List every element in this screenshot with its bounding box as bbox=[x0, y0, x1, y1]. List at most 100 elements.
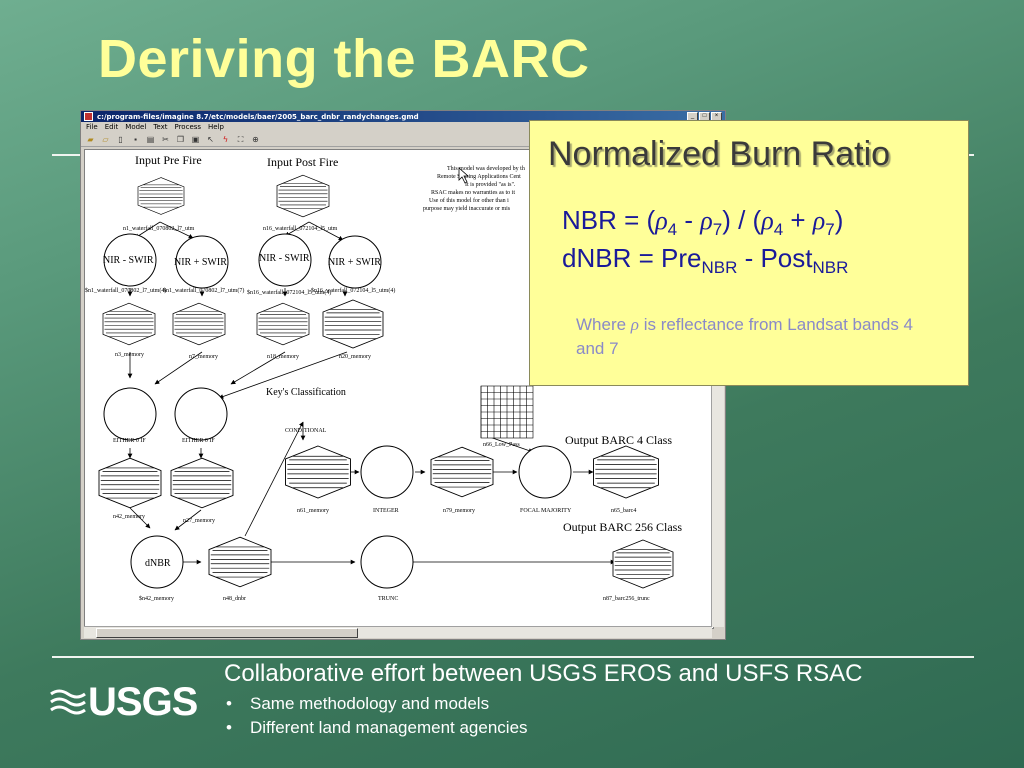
menu-process[interactable]: Process bbox=[174, 123, 202, 131]
raster-n42[interactable] bbox=[98, 457, 162, 509]
menu-help[interactable]: Help bbox=[208, 123, 225, 131]
raster-n79[interactable] bbox=[430, 446, 494, 498]
label-bus1: $n1_waterfall_070802_l7_utm(4) bbox=[85, 287, 166, 294]
toolbar: ▰ ▱ ▯ ▪ ▤ ✂ ❐ ▣ ↖ ϟ ⛶ ⊕ bbox=[81, 132, 725, 147]
label-n27: n27_memory bbox=[183, 518, 215, 524]
open-folder-icon[interactable]: ▰ bbox=[87, 134, 94, 144]
raster-n48[interactable] bbox=[208, 536, 272, 588]
raster-n3[interactable] bbox=[102, 302, 156, 346]
new-icon[interactable]: ▯ bbox=[118, 134, 123, 144]
bottom-divider bbox=[52, 656, 974, 658]
function-either-2[interactable] bbox=[174, 387, 228, 441]
label-dnbr-function: dNBR bbox=[145, 558, 171, 569]
function-nir-swir-pre[interactable] bbox=[103, 233, 157, 287]
label-n16: n16_waterfall_072104_l5_utm bbox=[263, 225, 338, 232]
label-n7: n7_memory bbox=[189, 354, 218, 360]
svg-text:It is provided "as is".: It is provided "as is". bbox=[465, 182, 516, 188]
usgs-logo-text: USGS bbox=[88, 680, 198, 724]
label-either-2: EITHER 0 IF bbox=[182, 438, 215, 444]
label-n66: n66_Low_Pass bbox=[483, 442, 520, 448]
label-bus3: $n16_waterfall_072104_l5_utm(4) bbox=[247, 289, 331, 296]
zoom-in-icon[interactable]: ⊕ bbox=[252, 134, 259, 144]
function-dnbr[interactable] bbox=[130, 535, 184, 589]
label-n61: n61_memory bbox=[297, 508, 329, 514]
label-bus2: $n1_waterfall_070802_l7_utm(7) bbox=[163, 287, 244, 294]
usgs-logo: USGS bbox=[50, 680, 198, 725]
select-arrow-icon[interactable]: ↖ bbox=[207, 134, 214, 144]
raster-n27[interactable] bbox=[170, 457, 234, 509]
reflectance-note: Where ρ is reflectance from Landsat band… bbox=[576, 315, 914, 358]
copy-icon[interactable]: ❐ bbox=[176, 134, 185, 144]
function-nir-swir-post[interactable] bbox=[258, 233, 312, 287]
bullet-item: Different land management agencies bbox=[224, 716, 528, 740]
label-trunc: TRUNC bbox=[378, 596, 398, 602]
heading-input-pre-fire: Input Pre Fire bbox=[135, 153, 202, 167]
raster-n18[interactable] bbox=[256, 302, 310, 346]
menubar: File Edit Model Text Process Help bbox=[81, 122, 725, 132]
function-either-1[interactable] bbox=[103, 387, 157, 441]
label-nir-swir-pre: NIR - SWIR bbox=[103, 255, 154, 266]
app-icon bbox=[84, 112, 93, 121]
label-nir-swir-post: NIR - SWIR bbox=[259, 253, 310, 264]
label-n42: n42_memory bbox=[113, 514, 145, 520]
function-integer[interactable] bbox=[360, 445, 414, 499]
collaboration-heading: Collaborative effort between USGS EROS a… bbox=[224, 660, 863, 687]
raster-n7[interactable] bbox=[172, 302, 226, 346]
label-n87: n87_barc256_trunc bbox=[603, 596, 650, 602]
label-conditional: CONDITIONAL bbox=[285, 428, 327, 434]
paste-icon[interactable]: ▣ bbox=[191, 134, 200, 144]
function-trunc[interactable] bbox=[360, 535, 414, 589]
raster-n65[interactable] bbox=[593, 445, 659, 499]
nbr-formula: NBR = (ρ4 - ρ7) / (ρ4 + ρ7) bbox=[562, 205, 844, 240]
print-icon[interactable]: ▤ bbox=[146, 134, 155, 144]
run-lightning-icon[interactable]: ϟ bbox=[223, 134, 228, 144]
label-n18: n18_memory bbox=[267, 354, 299, 360]
zoom-fit-icon[interactable]: ⛶ bbox=[237, 134, 244, 144]
label-n42-memory: $n42_memory bbox=[139, 595, 174, 602]
raster-n87[interactable] bbox=[612, 539, 674, 589]
menu-file[interactable]: File bbox=[86, 123, 98, 131]
label-n3: n3_memory bbox=[115, 352, 144, 358]
label-n79: n79_memory bbox=[443, 508, 475, 514]
kernel-n66[interactable] bbox=[480, 385, 534, 439]
raster-n61[interactable] bbox=[285, 445, 351, 499]
usgs-wave-icon bbox=[50, 689, 86, 714]
label-n1: n1_waterfall_070802_l7_utm bbox=[123, 225, 195, 232]
svg-text:purpose may yield inaccurate o: purpose may yield inaccurate or mis bbox=[423, 206, 511, 212]
label-n65: n65_barc4 bbox=[611, 508, 636, 514]
menu-text[interactable]: Text bbox=[153, 123, 168, 131]
open-icon[interactable]: ▱ bbox=[102, 134, 109, 144]
slide-title: Deriving the BARC bbox=[98, 29, 590, 89]
svg-text:This model was developed by th: This model was developed by th bbox=[447, 166, 525, 172]
raster-n1[interactable] bbox=[137, 177, 185, 215]
label-n20: n20_memory bbox=[339, 354, 371, 360]
cut-icon[interactable]: ✂ bbox=[162, 134, 169, 144]
label-integer: INTEGER bbox=[373, 508, 399, 514]
function-focal-majority[interactable] bbox=[518, 445, 572, 499]
heading-input-post-fire: Input Post Fire bbox=[267, 155, 338, 169]
mouse-cursor-icon bbox=[458, 167, 470, 184]
callout-title: Normalized Burn Ratio bbox=[548, 135, 891, 173]
label-bus4: $n16_waterfall_072104_l5_utm(4) bbox=[311, 287, 395, 294]
disclaimer-text: This model was developed by th Remote Se… bbox=[423, 166, 525, 212]
save-icon[interactable]: ▪ bbox=[134, 134, 137, 144]
function-nir-plus-swir-pre[interactable] bbox=[175, 235, 229, 289]
model-diagram: Input Pre Fire Input Post Fire Key's Cla… bbox=[85, 153, 682, 602]
bullet-item: Same methodology and models bbox=[224, 692, 528, 716]
dnbr-formula: dNBR = PreNBR - PostNBR bbox=[562, 243, 849, 278]
collaboration-bullets: Same methodology and models Different la… bbox=[224, 692, 528, 740]
heading-output-barc256: Output BARC 256 Class bbox=[563, 520, 682, 534]
horizontal-scroll-thumb[interactable] bbox=[96, 628, 358, 638]
window-title: c:/program-files/imagine 8.7/etc/models/… bbox=[97, 112, 419, 121]
raster-n16[interactable] bbox=[276, 174, 330, 218]
menu-model[interactable]: Model bbox=[125, 123, 147, 131]
function-nir-plus-swir-post[interactable] bbox=[328, 235, 382, 289]
heading-output-barc4: Output BARC 4 Class bbox=[565, 433, 672, 447]
label-either-1: EITHER 0 IF bbox=[113, 438, 146, 444]
raster-n20[interactable] bbox=[322, 299, 384, 349]
svg-text:Remote Sensing Applications Ce: Remote Sensing Applications Cent bbox=[437, 174, 521, 180]
menu-edit[interactable]: Edit bbox=[104, 123, 119, 131]
nbr-callout: Normalized Burn Ratio NBR = (ρ4 - ρ7) / … bbox=[529, 120, 969, 386]
horizontal-scrollbar[interactable] bbox=[84, 626, 712, 638]
label-nir-plus-swir-pre: NIR + SWIR bbox=[174, 257, 227, 268]
